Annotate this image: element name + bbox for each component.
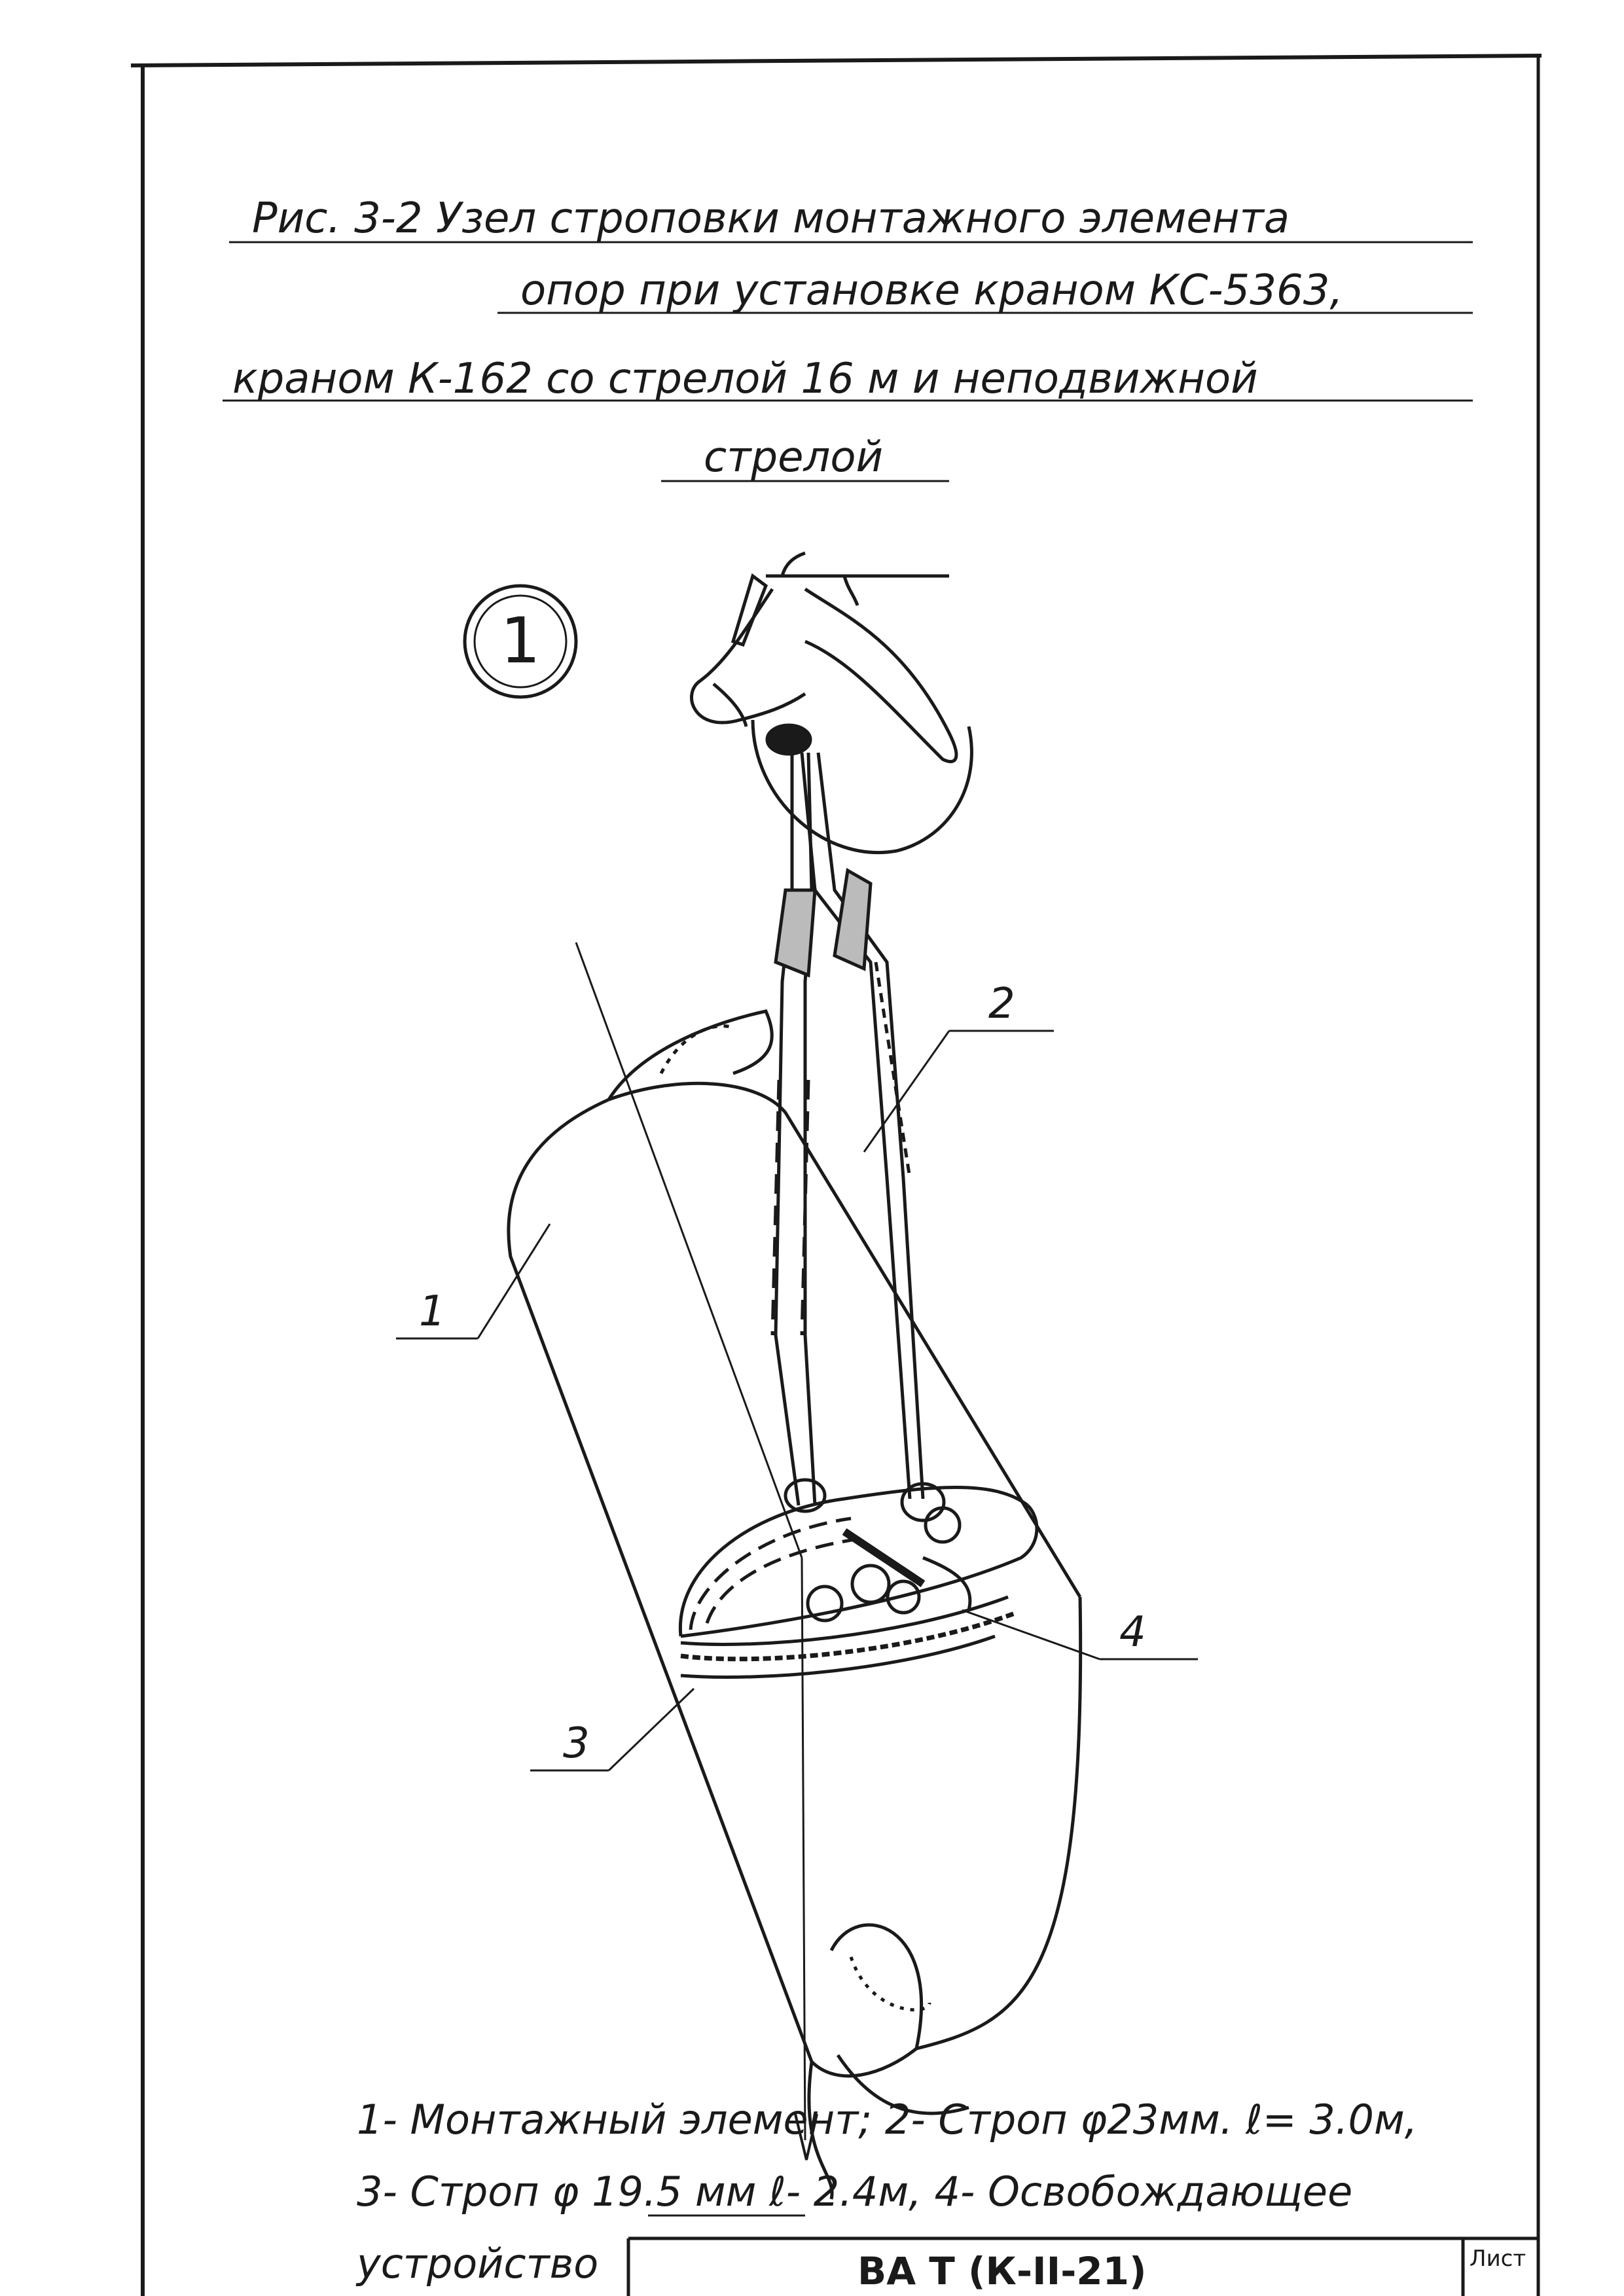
callout-3: 3 [563, 1719, 590, 1768]
sheet-label: Лист [1470, 2246, 1526, 2272]
title-line-4: стрелой [704, 433, 883, 482]
stamp-block [626, 2236, 1538, 2296]
view-number-circle: 1 [463, 584, 578, 699]
legend-line-2: 3- Строп φ 19.5 мм ℓ- 2.4м, 4- Освобожда… [357, 2168, 1352, 2215]
title-line-2: опор при установке краном КС-5363, [520, 266, 1343, 315]
mounting-element [507, 1009, 1083, 2200]
callout-1: 1 [419, 1287, 446, 1336]
legend: 1- Монтажный элемент; 2- Строп φ23мм. ℓ=… [355, 2096, 1417, 2287]
title-line-3: краном К-162 со стрелой 16 м и неподвижн… [232, 355, 1258, 403]
crane-hook [690, 551, 973, 854]
title-line-1: Рис. 3-2 Узел строповки монтажного элеме… [252, 194, 1290, 243]
release-device [806, 1506, 972, 1623]
sling-loop [678, 1486, 1039, 1679]
legend-line-3: устройство [355, 2240, 598, 2287]
callout-2: 2 [988, 980, 1015, 1028]
view-number-label: 1 [500, 604, 540, 677]
legend-line-1: 1- Монтажный элемент; 2- Строп φ23мм. ℓ=… [357, 2096, 1417, 2144]
sling-3 [770, 752, 827, 1513]
callout-4: 4 [1119, 1608, 1146, 1657]
callout-leaders [396, 1030, 1198, 1772]
stamp-code: ВА Т (К-II-21) [857, 2249, 1147, 2293]
sling-2 [800, 752, 946, 1522]
drawing-frame [130, 54, 1542, 2296]
figure-title: Рис. 3-2 Узел строповки монтажного элеме… [223, 194, 1473, 482]
